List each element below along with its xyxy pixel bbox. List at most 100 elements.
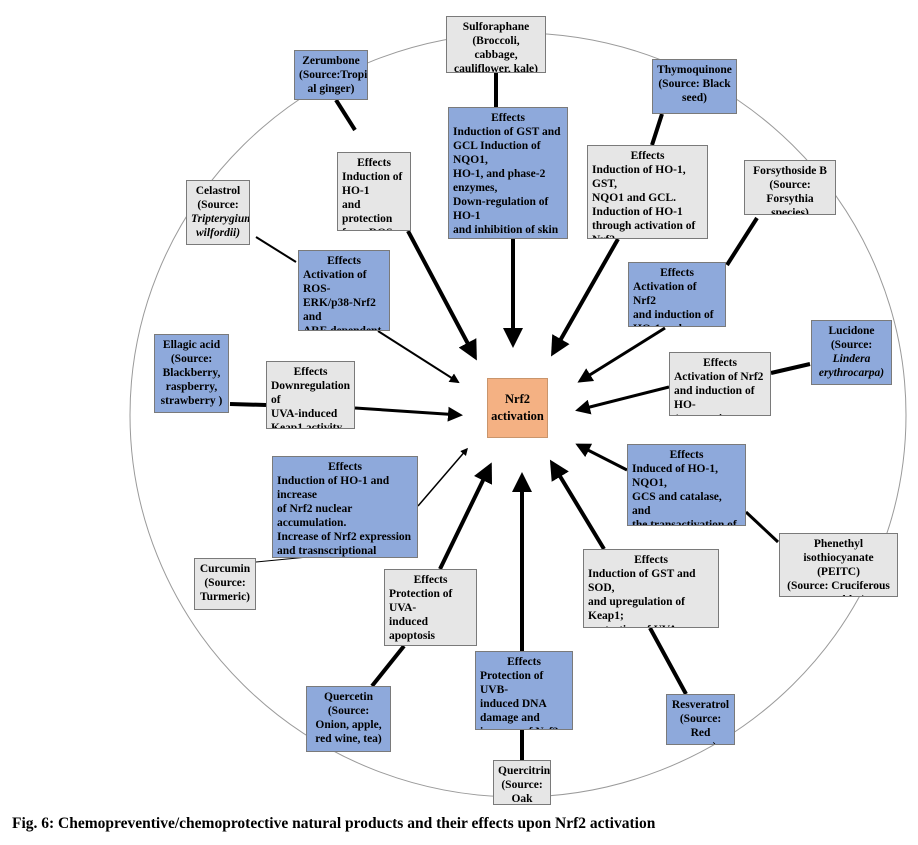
effects-text-line: ARE dependent (303, 325, 382, 331)
effects-text-line: NQO1 and GCL. (592, 192, 677, 204)
effects-text-line: Protection of UVA- (389, 588, 453, 614)
effects-text-line: and induction of HO- (674, 385, 755, 411)
source-text-line: Phenethyl isothiocyanate (803, 538, 874, 564)
effects-text-line: and trasnscriptional activation (277, 545, 377, 557)
effects-text-line: and increase of (389, 643, 472, 645)
effects-title: Effects (669, 449, 704, 461)
effects-title: Effects (491, 112, 525, 124)
effects-text-line: through activation of (592, 220, 696, 232)
figure-caption: Fig. 6: Chemopreventive/chemoprotective … (12, 815, 656, 832)
effects-text-line: induced apoptosis (389, 616, 436, 642)
source-text-line: seed) (682, 92, 707, 104)
effects-title: Effects (630, 150, 665, 162)
effects-title: Effects (507, 656, 541, 668)
source-text-line: (Source: (830, 339, 873, 351)
source-text-line: (Source: (327, 705, 370, 717)
effects-text-line: Induction of HO-1 (592, 206, 683, 218)
effects-text-line: GCS and catalase, and (632, 491, 722, 517)
resveratrol-line (648, 627, 688, 695)
source-box-peitc: Phenethyl isothiocyanate(PEITC)(Source: … (779, 533, 898, 597)
source-text-line: (Source: Black (658, 78, 731, 90)
effects-title: Effects (413, 574, 448, 586)
source-text-line: (Broccoli, cabbage, (472, 35, 520, 61)
source-text-line: (Source: Red (679, 713, 722, 739)
effects-text-line: Induction of HO-1 and increase (277, 475, 390, 501)
source-text-line: Thymoquinone (657, 64, 732, 76)
effects-text-line: HO-1, and phase-2 (453, 168, 546, 180)
effects-title: Effects (634, 554, 668, 566)
source-text-line: grape) (671, 740, 730, 744)
source-box-sulforaphane: Sulforaphane (Broccoli, cabbage, cauliflow… (446, 16, 546, 73)
effects-text-line: damage and (480, 712, 540, 724)
nrf2-line-1: Nrf2 (505, 392, 530, 406)
source-box-thymoquinone: Thymoquinone (Source: Black seed) (652, 59, 737, 114)
lucidone-line (770, 362, 811, 375)
celastrol-line (255, 236, 297, 263)
source-text-line: (Source: (501, 779, 543, 791)
source-text-line: (Source: (769, 179, 811, 191)
effects-text-line: Keap1 activity. (271, 422, 345, 429)
source-text-line: (Source: (204, 577, 246, 589)
effects-text-line: and induction of (633, 309, 714, 321)
forsythoside-arrow (577, 326, 666, 383)
source-box-quercitrin: Quercitrin (Source: Oak bark) (493, 760, 551, 805)
source-text-line: strawberry ) (160, 395, 223, 407)
effects-text-line: of Nrf2 nuclear accumulation. (277, 503, 353, 529)
source-text-line: Lindera (832, 353, 871, 365)
effects-text-line: Nrf2. (592, 233, 703, 238)
source-text-line: (Source:Tropic (299, 69, 368, 81)
source-text-line: Forsythia species) (766, 193, 814, 215)
source-text-line: Blackberry, (162, 367, 221, 379)
quercetin-arrow (438, 462, 493, 570)
zerumbone-line (334, 98, 357, 132)
effects-text-line: ERK/p38-Nrf2 and (303, 297, 376, 323)
source-text-line: wilfordii) (195, 227, 241, 239)
source-text-line: (PEITC) (817, 566, 860, 578)
effects-text-line: 1 expression. (674, 412, 766, 415)
effects-text-line: and inhibition of skin (453, 224, 559, 236)
effects-title: Effects (703, 357, 737, 369)
thymoquinone-line (650, 113, 664, 146)
effects-title: Effects (327, 255, 361, 267)
source-text-line: Curcumin (199, 563, 251, 575)
source-text-line: erythrocarpa) (818, 367, 885, 379)
source-text-line: cauliflower, kale) (454, 63, 538, 73)
zerumbone-arrow (406, 230, 477, 361)
source-text-line: (Source: (170, 353, 213, 365)
effects-text-line: Activation of Nrf2 (674, 371, 764, 383)
source-text-line: Resveratrol (671, 699, 730, 711)
resveratrol-arrow (549, 459, 606, 551)
source-text-line: Turmeric) (199, 591, 251, 603)
effects-text-line: from ROS (342, 226, 406, 230)
source-text-line: Quercitrin (498, 765, 551, 777)
quercetin-line (370, 644, 406, 688)
effects-text-line: induced DNA (480, 698, 547, 710)
source-text-line: vegetables) (784, 593, 893, 596)
nrf2-line-2: activation (491, 409, 544, 423)
effects-text-line: increase of Nrf2. (480, 725, 568, 729)
celastrol-arrow (377, 330, 460, 384)
effects-text-line: Induction of HO-1 (342, 171, 403, 197)
effects-text-line: Induction of GST and (453, 126, 561, 138)
source-text-line: Sulforaphane (462, 21, 530, 33)
source-text-line: (Source: (197, 199, 239, 211)
effects-text-line: Down-regulation of HO-1 (453, 196, 549, 222)
source-text-line: Oak bark) (511, 793, 533, 805)
source-text-line: Onion, apple, (315, 719, 382, 731)
effects-text-line: HO-1 and HMOX1. (633, 322, 721, 326)
effects-title: Effects (293, 366, 328, 378)
forsythoside-line (725, 216, 759, 267)
